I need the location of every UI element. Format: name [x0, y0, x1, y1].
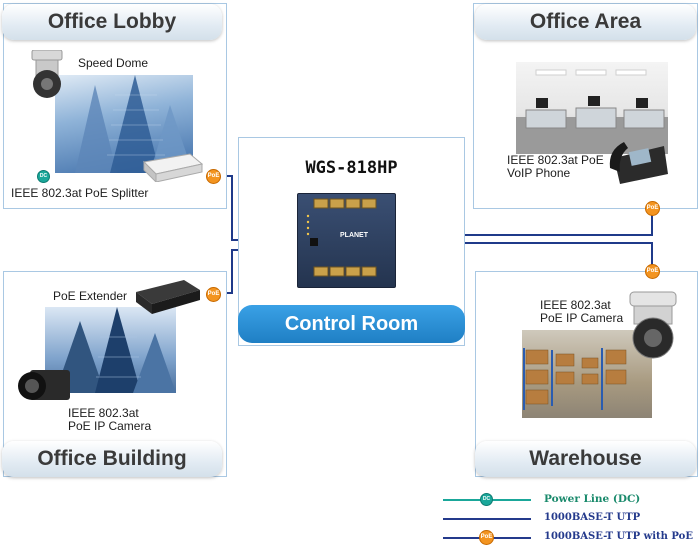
poe-badge-warehouse: PoE: [645, 264, 660, 279]
office-area-title: Office Area: [475, 4, 696, 40]
speed-dome-label: Speed Dome: [78, 56, 149, 70]
legend-label-utp: 1000BASE-T UTP: [544, 512, 641, 523]
warehouse-title: Warehouse: [475, 441, 696, 477]
office-building-title: Office Building: [2, 441, 222, 477]
poe-extender-icon: [132, 276, 202, 316]
switch-model-label: WGS-818HP: [305, 158, 398, 178]
dc-badge-lobby: DC: [37, 170, 50, 183]
warehouse-photo: [522, 330, 652, 418]
poe-badge-office-area: PoE: [645, 201, 660, 216]
building-camera-label-1: IEEE 802.3at: [68, 406, 139, 420]
legend-line-utp: [443, 518, 531, 520]
voip-label-1: IEEE 802.3at PoE: [507, 153, 604, 167]
voip-label-2: VoIP Phone: [507, 166, 571, 180]
box-camera-icon: [16, 364, 72, 408]
legend-label-poe: 1000BASE-T UTP with PoE: [544, 531, 693, 542]
ptz-camera-icon: [620, 290, 686, 362]
control-room-title: Control Room: [238, 305, 465, 343]
warehouse-camera-label-1: IEEE 802.3at: [540, 298, 611, 312]
legend-dc-badge: DC: [480, 493, 493, 506]
switch-brand-label: PLANET: [340, 232, 368, 239]
poe-splitter-label: IEEE 802.3at PoE Splitter: [11, 186, 149, 200]
poe-splitter-icon: [140, 152, 204, 184]
legend-label-dc: Power Line (DC): [544, 493, 641, 505]
voip-phone-icon: [608, 128, 670, 186]
building-camera-label-2: PoE IP Camera: [68, 419, 152, 433]
warehouse-camera-label-2: PoE IP Camera: [540, 311, 624, 325]
poe-badge-building: PoE: [206, 287, 221, 302]
switch-device: PLANET: [297, 193, 396, 288]
speed-dome-icon: [28, 49, 66, 100]
office-lobby-title: Office Lobby: [2, 4, 222, 40]
poe-extender-label: PoE Extender: [53, 289, 128, 303]
poe-badge-lobby: PoE: [206, 169, 221, 184]
office-photo: [516, 62, 668, 154]
